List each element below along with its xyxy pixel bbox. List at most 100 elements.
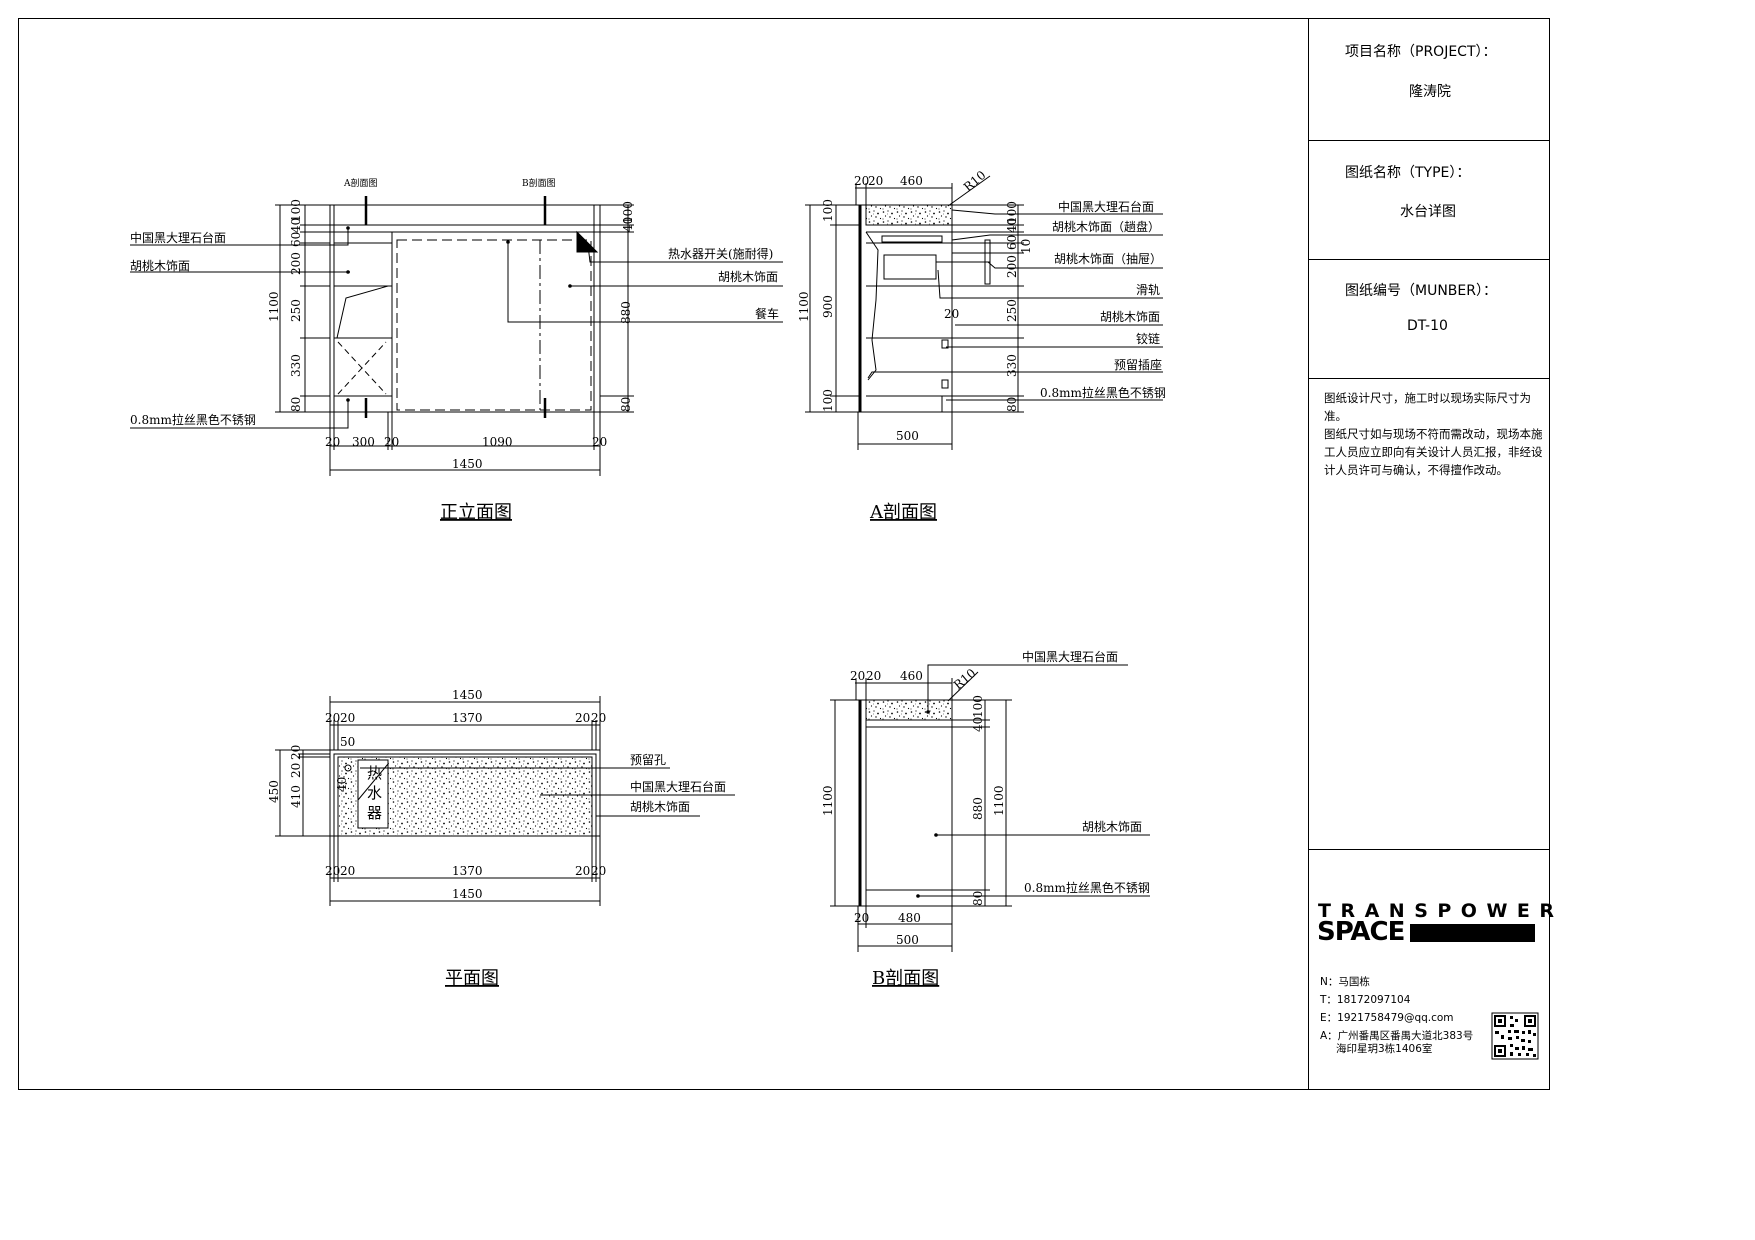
section-a-dim-inner: 20 bbox=[944, 307, 959, 321]
plan-dim-bottom-total: 1450 bbox=[452, 887, 483, 901]
front-dim-height: 1100 bbox=[267, 291, 281, 322]
front-title: 正立面图 bbox=[440, 502, 512, 523]
plan-dim-bottom-4: 20 bbox=[591, 864, 606, 878]
qr-code-icon bbox=[1491, 1012, 1539, 1060]
plan-heater-char-2: 水 bbox=[367, 784, 382, 802]
front-label-marble: 中国黑大理石台面 bbox=[130, 230, 226, 245]
section-a-label-3: 滑轨 bbox=[1136, 283, 1160, 297]
section-a-label-2: 胡桃木饰面（抽屉） bbox=[1054, 251, 1162, 266]
plan-heater-char-1: 热 bbox=[367, 764, 382, 782]
note-line-1: 图纸设计尺寸，施工时以现场实际尺寸为准。 bbox=[1324, 391, 1531, 423]
front-dim-left-1: 40 bbox=[289, 218, 303, 233]
section-a-dim-left-0: 100 bbox=[821, 199, 835, 222]
section-b-cut-mark: B剖面图 bbox=[522, 177, 556, 189]
section-a-label-7: 0.8mm拉丝黑色不锈钢 bbox=[1040, 385, 1166, 400]
front-dim-bottom-2: 20 bbox=[384, 435, 399, 449]
front-elevation bbox=[130, 196, 783, 476]
section-b-dim-top-0: 20 bbox=[850, 669, 865, 683]
section-a-dim-right-5: 250 bbox=[1005, 299, 1019, 322]
contact-address-1: A：广州番禺区番禺大道北383号 bbox=[1320, 1030, 1474, 1042]
contact-block: N：马国栋 T：18172097104 E：1921758479@qq.com … bbox=[1320, 973, 1490, 1058]
front-dim-left-3: 200 bbox=[289, 252, 303, 275]
plan-dim-top-0: 20 bbox=[325, 711, 340, 725]
contact-name: N：马国栋 bbox=[1320, 976, 1370, 988]
number-label: 图纸编号（MUNBER）： bbox=[1345, 283, 1497, 299]
contact-address-2: 海印星玥3栋1406室 bbox=[1336, 1043, 1433, 1055]
section-a-dim-right-0: 100 bbox=[1005, 201, 1019, 224]
plan-dim-top-1: 20 bbox=[340, 711, 355, 725]
plan-title: 平面图 bbox=[445, 968, 499, 989]
section-a-dim-top-2: 460 bbox=[900, 174, 923, 188]
section-b-dim-right-1: 40 bbox=[971, 717, 985, 732]
section-b-radius: R10 bbox=[951, 666, 979, 692]
outer-border bbox=[18, 18, 1550, 1090]
section-a-dim-top-1: 20 bbox=[868, 174, 883, 188]
section-a-title: A剖面图 bbox=[869, 502, 937, 523]
section-a-label-6: 预留插座 bbox=[1114, 357, 1162, 372]
front-label-walnut: 胡桃木饰面 bbox=[130, 258, 190, 273]
type-label: 图纸名称（TYPE）： bbox=[1345, 165, 1471, 181]
front-dim-bottom-4: 20 bbox=[592, 435, 607, 449]
note-line-3: 工人员应立即向有关设计人员汇报，非经设 bbox=[1324, 445, 1543, 459]
front-label-switch: 热水器开关(施耐得) bbox=[668, 246, 773, 261]
section-b-dim-top-1: 20 bbox=[866, 669, 881, 683]
section-b-dim-right-2: 880 bbox=[971, 797, 985, 820]
plan-label-walnut: 胡桃木饰面 bbox=[630, 799, 690, 814]
plan-label-marble: 中国黑大理石台面 bbox=[630, 779, 726, 794]
plan-dim-left-2: 410 bbox=[289, 785, 303, 808]
section-b-label-0: 中国黑大理石台面 bbox=[1022, 649, 1118, 664]
section-a-dim-right-3: 10 bbox=[1019, 239, 1033, 254]
project-value: 隆涛院 bbox=[1409, 84, 1451, 100]
plan-dim-left-1: 20 bbox=[289, 763, 303, 778]
front-dim-left-0: 100 bbox=[289, 199, 303, 222]
section-b-dim-height: 1100 bbox=[821, 785, 835, 816]
section-a-cut-mark: A剖面图 bbox=[343, 177, 378, 189]
front-dim-left-4: 250 bbox=[289, 299, 303, 322]
project-label: 项目名称（PROJECT）： bbox=[1345, 44, 1497, 60]
front-dim-left-5: 330 bbox=[289, 354, 303, 377]
section-a-dim-top-0: 20 bbox=[854, 174, 869, 188]
plan-dim-depth: 450 bbox=[267, 780, 281, 803]
logo-black-bar bbox=[1410, 924, 1535, 942]
section-b-dim-bottom-total: 500 bbox=[896, 933, 919, 947]
note-line-4: 计人员许可与确认，不得擅作改动。 bbox=[1324, 463, 1508, 477]
section-b-label-1: 胡桃木饰面 bbox=[1082, 819, 1142, 834]
logo-transpower: TRANSPOWER bbox=[1318, 900, 1564, 922]
section-b-dim-bottom-1: 480 bbox=[898, 911, 921, 925]
design-notes: 图纸设计尺寸，施工时以现场实际尺寸为准。 图纸尺寸如与现场不符而需改动，现场本施… bbox=[1324, 389, 1544, 479]
plan-dim-top-2: 1370 bbox=[452, 711, 483, 725]
section-a-label-5: 铰链 bbox=[1136, 331, 1160, 346]
section-a-dim-left-2: 100 bbox=[821, 389, 835, 412]
drawing-sheet: A剖面图 B剖面图 中国黑大理石台面 胡桃木饰面 0.8mm拉丝黑色不锈钢 热水… bbox=[18, 18, 1550, 1090]
plan-dim-hole: 50 bbox=[340, 735, 355, 749]
section-a-label-1: 胡桃木饰面（趟盘） bbox=[1052, 219, 1160, 234]
front-dim-bottom-0: 20 bbox=[325, 435, 340, 449]
section-a-dim-right-1: 40 bbox=[1005, 218, 1019, 233]
plan-dim-hole-2: 40 bbox=[335, 777, 349, 792]
section-a-label-4: 胡桃木饰面 bbox=[1100, 309, 1160, 324]
front-dim-left-6: 80 bbox=[289, 397, 303, 412]
section-a bbox=[805, 175, 1163, 450]
plan-heater-char-3: 器 bbox=[367, 804, 382, 822]
section-b-label-2: 0.8mm拉丝黑色不锈钢 bbox=[1024, 880, 1150, 895]
front-label-steel: 0.8mm拉丝黑色不锈钢 bbox=[130, 412, 256, 427]
front-dim-left-2: 60 bbox=[289, 232, 303, 247]
front-label-walnut-right: 胡桃木饰面 bbox=[718, 269, 778, 284]
section-a-label-0: 中国黑大理石台面 bbox=[1058, 199, 1154, 214]
section-b-dots bbox=[916, 710, 938, 898]
section-b-dim-top-2: 460 bbox=[900, 669, 923, 683]
section-b bbox=[830, 664, 1150, 952]
front-dim-right-1: 40 bbox=[621, 217, 635, 232]
section-a-dim-right-7: 80 bbox=[1005, 397, 1019, 412]
section-b-dim-right-3: 80 bbox=[971, 891, 985, 906]
plan-dim-bottom-1: 20 bbox=[340, 864, 355, 878]
section-a-dim-right-4: 200 bbox=[1005, 255, 1019, 278]
section-a-dim-bottom: 500 bbox=[896, 429, 919, 443]
plan-dim-bottom-2: 1370 bbox=[452, 864, 483, 878]
plan-dim-bottom-3: 20 bbox=[575, 864, 590, 878]
front-dim-right-3: 80 bbox=[619, 397, 633, 412]
front-label-cart: 餐车 bbox=[755, 306, 779, 321]
section-b-dim-height-right: 1100 bbox=[992, 785, 1006, 816]
type-value: 水台详图 bbox=[1400, 204, 1456, 220]
section-a-dim-height: 1100 bbox=[797, 291, 811, 322]
